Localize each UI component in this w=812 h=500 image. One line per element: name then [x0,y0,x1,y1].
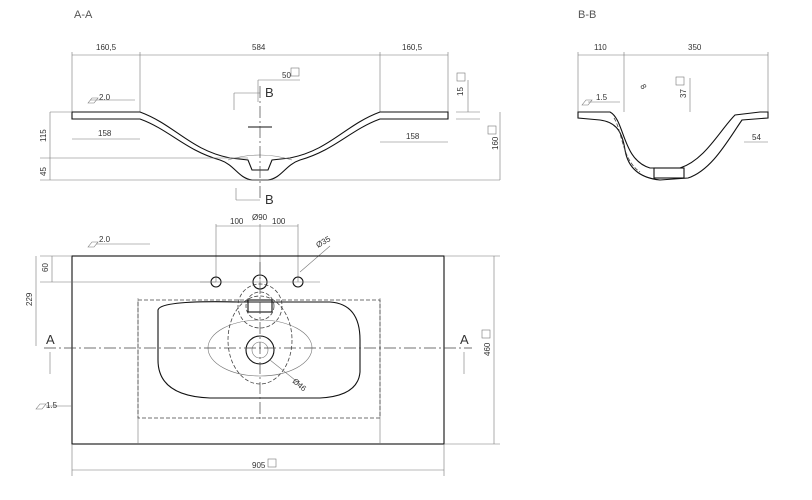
cut-b-top: B [265,85,274,100]
dim-160-5-right: 160,5 [402,43,423,52]
section-bb-view: B-B 110 350 1.5 8 37 54 [577,9,769,181]
dim-15: 15 [456,87,465,96]
basin-outline [71,255,445,445]
dim-45: 45 [39,167,48,176]
section-bb-title: B-B [578,9,596,21]
dim-35: Ø35 [315,234,333,250]
dim-1-5-bb: 1.5 [596,93,608,102]
dim-50: 50 [282,71,291,80]
dim-37: 37 [679,89,688,98]
dim-1-5-plan: 1.5 [46,401,58,410]
dim-54: 54 [752,133,761,142]
basin-section-bb [577,111,769,181]
dim-160-5-left: 160,5 [96,43,117,52]
dim-460: 460 [483,342,492,356]
dim-100-left: 100 [230,217,244,226]
dim-905: 905 [252,461,266,470]
cut-a-right: A [460,332,469,347]
dim-350: 350 [688,43,702,52]
section-aa-title: A-A [74,9,93,21]
dim-158-right: 158 [406,132,420,141]
section-aa-view: A-A 160,5 584 160,5 50 15 2.0 1 [39,9,501,207]
tolerance-box [290,67,300,77]
dim-115: 115 [39,129,48,142]
plan-view: 100 Ø90 100 Ø35 2.0 Ø46 [25,213,500,476]
dim-229: 229 [25,292,34,306]
dim-158-left: 158 [98,129,112,138]
dim-2-0-plan: 2.0 [99,235,111,244]
flatness-icon [87,97,99,104]
dim-2-0-aa: 2.0 [99,93,111,102]
dim-584: 584 [252,43,266,52]
dim-100-right: 100 [272,217,286,226]
dim-90: Ø90 [252,213,268,222]
drain-section [653,167,685,179]
dim-8: 8 [638,83,648,92]
dim-60: 60 [41,263,50,272]
bowl-dashed [137,299,381,419]
dim-160: 160 [491,136,500,150]
dim-46: Ø46 [291,377,309,394]
dim-110: 110 [594,43,607,52]
cut-b-bottom: B [265,192,274,207]
bowl-inner [157,301,361,399]
cut-a-left: A [46,332,55,347]
